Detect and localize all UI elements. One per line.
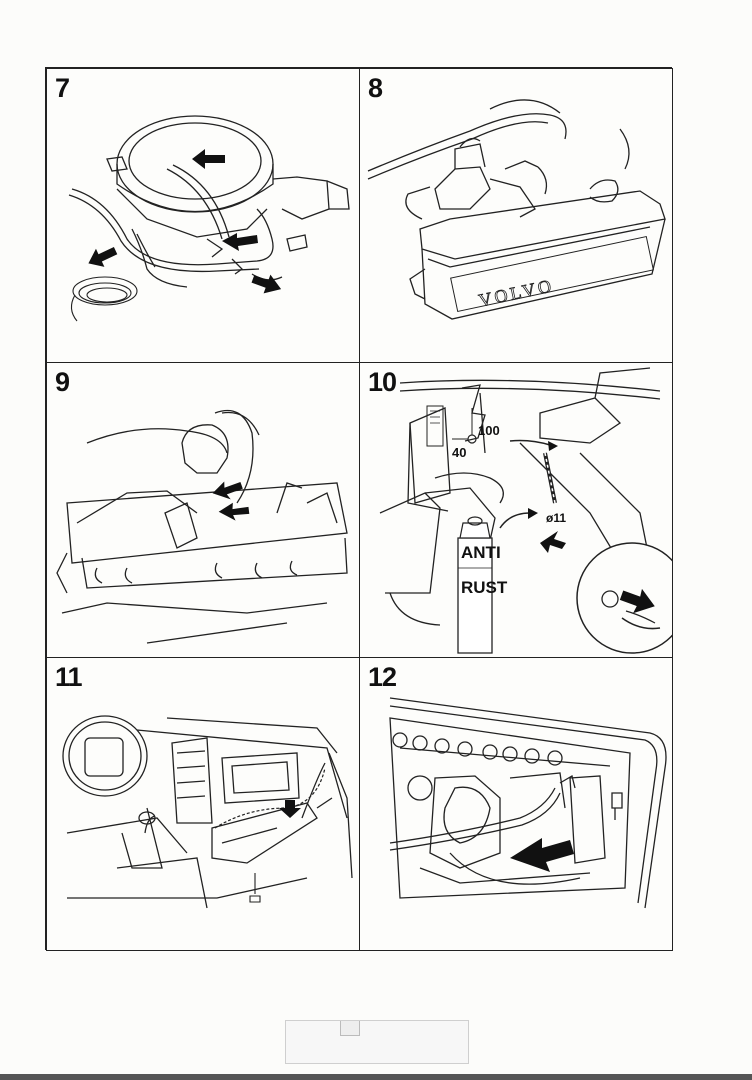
panel-11: 11 [46,657,360,951]
panel-12: 12 [359,657,673,951]
valve-cover-lettering: VOLVO [477,275,556,310]
panel-7: 7 [46,68,360,363]
anti-rust-bracket-illustration: ANTI RUST [379,367,672,654]
can-label-line-1: ANTI [461,543,501,562]
panel-8: 8 [359,68,673,363]
panel-9: 9 [46,362,360,658]
page-tab-marker [285,1020,469,1064]
step-number: 9 [55,367,70,397]
tab-notch [340,1021,360,1036]
carburetor-hose-illustration [68,115,350,322]
can-label-line-2: RUST [461,578,508,597]
dimension-diameter: ø11 [546,511,567,525]
dimension-100: 100 [478,423,500,438]
dashboard-interior-illustration [62,715,353,909]
step-number: 10 [368,367,397,397]
engine-bay-hose-illustration [56,409,348,644]
bottom-edge [0,1074,752,1080]
engine-valve-cover-illustration: VOLVO [367,99,666,320]
step-number: 8 [368,73,383,103]
step-number: 11 [55,662,83,692]
illustration-grid: 7 [45,67,673,951]
panel-10: 10 [359,362,673,658]
dimension-40: 40 [452,445,467,460]
step-number: 12 [368,662,397,692]
instrument-cluster-rear-illustration [389,697,667,909]
step-number: 7 [55,73,70,103]
